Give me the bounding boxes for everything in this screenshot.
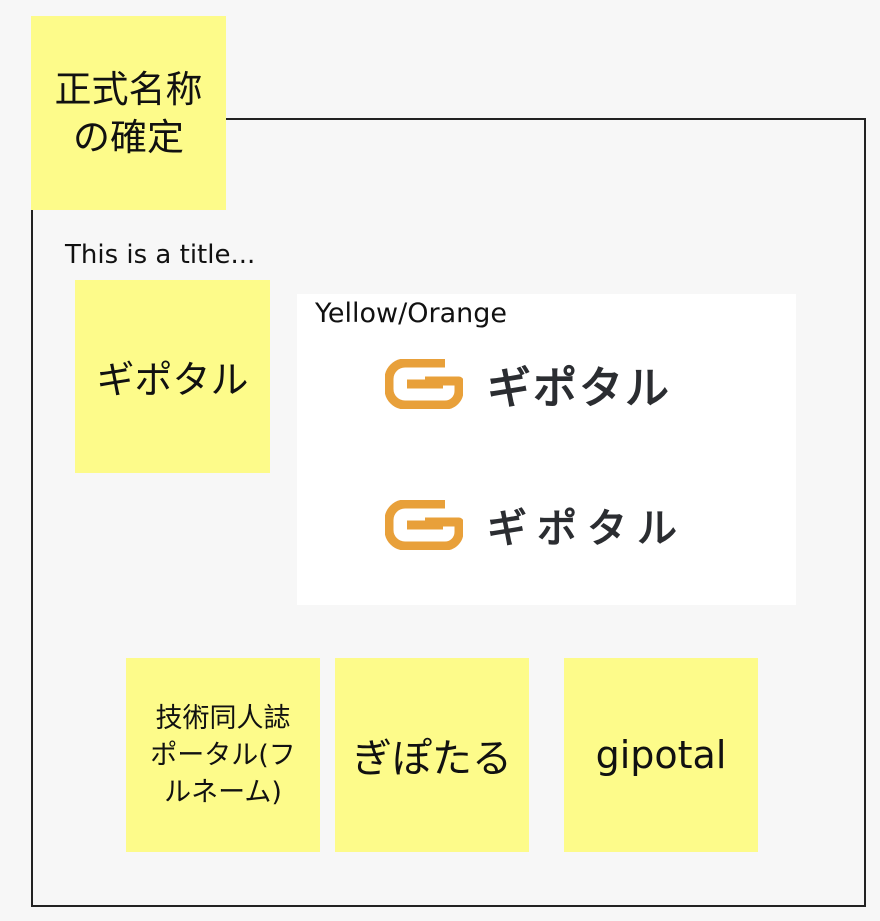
logo-card[interactable]: Yellow/Orange ギポタル ギポタル bbox=[297, 294, 796, 605]
g-logo-icon bbox=[385, 500, 463, 550]
logo-row-2: ギポタル bbox=[385, 496, 687, 554]
logo-text-1: ギポタル bbox=[487, 363, 671, 414]
g-logo-icon bbox=[385, 359, 463, 409]
note-hiragana-text: ぎぽたる bbox=[352, 736, 512, 782]
sticky-note-header[interactable]: 正式名称 の確定 bbox=[31, 16, 226, 210]
header-note-line1: 正式名称 bbox=[54, 68, 203, 111]
frame-title[interactable]: This is a title... bbox=[65, 240, 256, 270]
sticky-note-hiragana[interactable]: ぎぽたる bbox=[335, 658, 529, 852]
note-romaji-text: gipotal bbox=[595, 733, 727, 777]
logo-text-2: ギポタル bbox=[487, 506, 687, 552]
sticky-note-katakana[interactable]: ギポタル bbox=[75, 280, 270, 473]
logo-card-label: Yellow/Orange bbox=[315, 298, 507, 329]
logo-row-1: ギポタル bbox=[385, 352, 671, 416]
note-fullname-line3: ルネーム) bbox=[164, 776, 282, 808]
note-fullname-line1: 技術同人誌 bbox=[155, 702, 291, 734]
header-note-line2: の確定 bbox=[73, 116, 184, 159]
note-katakana-text: ギポタル bbox=[96, 358, 249, 402]
frame[interactable] bbox=[31, 118, 866, 907]
sticky-note-romaji[interactable]: gipotal bbox=[564, 658, 758, 852]
note-fullname-line2: ポータル(フ bbox=[150, 739, 296, 771]
sticky-note-fullname[interactable]: 技術同人誌 ポータル(フ ルネーム) bbox=[126, 658, 320, 852]
